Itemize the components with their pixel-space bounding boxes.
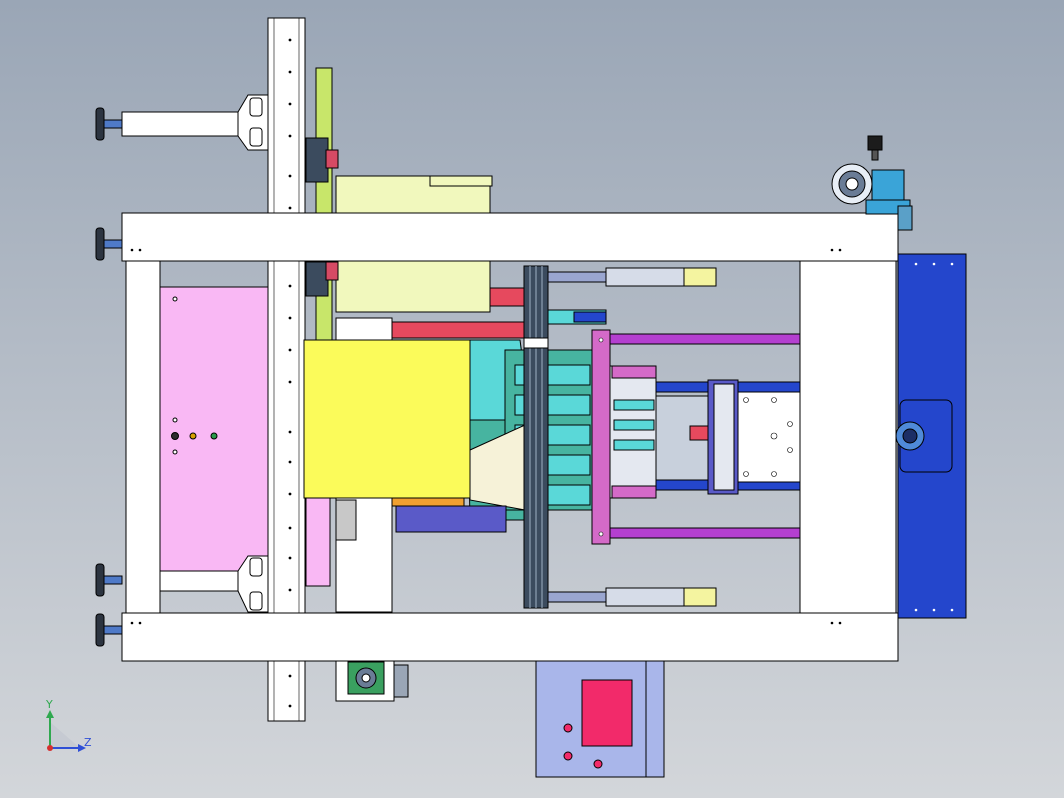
frame-post-left (125, 260, 161, 614)
z-axis-arrow (78, 744, 86, 752)
clamp-block-top (305, 137, 339, 297)
z-axis-label: Z (84, 736, 92, 749)
cylinder-top (547, 267, 717, 325)
cylinder-bottom (547, 587, 717, 607)
control-button[interactable] (563, 751, 573, 761)
green-slide-strip (315, 67, 333, 349)
machine-assembly[interactable] (95, 17, 967, 778)
vertical-rail (267, 17, 306, 722)
square-plate (737, 391, 801, 483)
control-button[interactable] (593, 759, 603, 769)
axis-triad-base (50, 722, 80, 748)
yellow-main-block (303, 339, 471, 499)
magenta-rod-top (605, 333, 801, 345)
leveling-foot-mid (95, 227, 123, 261)
pink-side-panel (159, 286, 331, 587)
leveling-foot-lower (95, 613, 123, 647)
frame-rail-top (121, 212, 899, 262)
leveling-foot-top (95, 94, 269, 151)
x-axis-dot (47, 745, 53, 751)
leveling-foot-bottom (95, 555, 269, 613)
axis-triad: Y Z (45, 698, 92, 752)
pink-plate (591, 329, 611, 545)
display-screen (581, 679, 633, 747)
gripper-assembly (609, 365, 801, 499)
gear-motor-top (831, 135, 913, 231)
y-axis-arrow (46, 710, 54, 718)
control-button[interactable] (563, 723, 573, 733)
frame-rail-bottom (121, 612, 899, 662)
y-axis-label: Y (45, 698, 53, 711)
magenta-rod-bottom (605, 527, 801, 539)
frame-post-right (799, 260, 897, 614)
control-box[interactable] (535, 660, 665, 778)
vertical-belt (523, 265, 549, 609)
blue-motor-panel (895, 253, 967, 619)
bearing-block (335, 660, 409, 702)
